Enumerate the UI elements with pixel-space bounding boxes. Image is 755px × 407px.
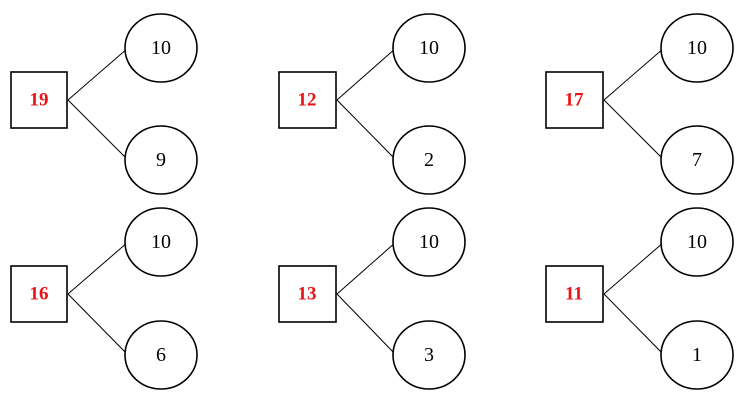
number-bond-19: 19 10 9 bbox=[10, 13, 198, 195]
branch-line-bottom bbox=[336, 293, 397, 356]
total-value: 19 bbox=[30, 90, 49, 111]
branch-line-bottom bbox=[603, 99, 665, 161]
total-box: 19 bbox=[10, 71, 68, 129]
number-bond-16: 16 10 6 bbox=[10, 207, 198, 390]
number-bond-17: 17 10 7 bbox=[545, 13, 734, 195]
part-value: 3 bbox=[424, 344, 434, 366]
part-value: 10 bbox=[419, 231, 439, 253]
part-circle-top: 10 bbox=[392, 13, 466, 83]
total-value: 17 bbox=[565, 90, 585, 111]
total-box: 11 bbox=[545, 265, 604, 323]
total-value: 11 bbox=[565, 284, 583, 305]
part-circle-bottom: 3 bbox=[392, 320, 466, 390]
part-value: 10 bbox=[419, 37, 439, 59]
part-circle-top: 10 bbox=[660, 13, 734, 83]
part-value: 10 bbox=[151, 37, 171, 59]
number-bond-13: 13 10 3 bbox=[278, 207, 466, 390]
part-value: 2 bbox=[424, 149, 434, 171]
part-value: 10 bbox=[687, 231, 707, 253]
part-value: 10 bbox=[151, 231, 171, 253]
part-value: 9 bbox=[156, 149, 166, 171]
part-value: 1 bbox=[692, 344, 702, 366]
branch-line-top bbox=[67, 241, 129, 295]
part-circle-bottom: 9 bbox=[124, 125, 198, 195]
branch-line-top bbox=[336, 47, 397, 101]
part-value: 6 bbox=[156, 344, 166, 366]
part-circle-top: 10 bbox=[124, 13, 198, 83]
part-circle-bottom: 2 bbox=[392, 125, 466, 195]
total-box: 12 bbox=[278, 71, 337, 129]
part-circle-top: 10 bbox=[660, 207, 734, 277]
branch-line-bottom bbox=[67, 293, 129, 356]
part-circle-bottom: 6 bbox=[124, 320, 198, 390]
branch-line-top bbox=[67, 47, 129, 101]
total-box: 13 bbox=[278, 265, 337, 323]
total-value: 16 bbox=[30, 284, 49, 305]
branch-line-top bbox=[603, 47, 665, 101]
branch-line-bottom bbox=[603, 293, 665, 356]
total-value: 13 bbox=[298, 284, 317, 305]
part-value: 7 bbox=[692, 149, 702, 171]
branch-line-bottom bbox=[336, 99, 397, 161]
total-box: 16 bbox=[10, 265, 68, 323]
part-circle-top: 10 bbox=[392, 207, 466, 277]
branch-line-bottom bbox=[67, 99, 129, 161]
part-circle-top: 10 bbox=[124, 207, 198, 277]
branch-line-top bbox=[603, 241, 665, 295]
part-circle-bottom: 1 bbox=[660, 320, 734, 390]
number-bond-12: 12 10 2 bbox=[278, 13, 466, 195]
total-value: 12 bbox=[298, 90, 317, 111]
part-value: 10 bbox=[687, 37, 707, 59]
number-bond-11: 11 10 1 bbox=[545, 207, 734, 390]
total-box: 17 bbox=[545, 71, 604, 129]
part-circle-bottom: 7 bbox=[660, 125, 734, 195]
branch-line-top bbox=[336, 241, 397, 295]
